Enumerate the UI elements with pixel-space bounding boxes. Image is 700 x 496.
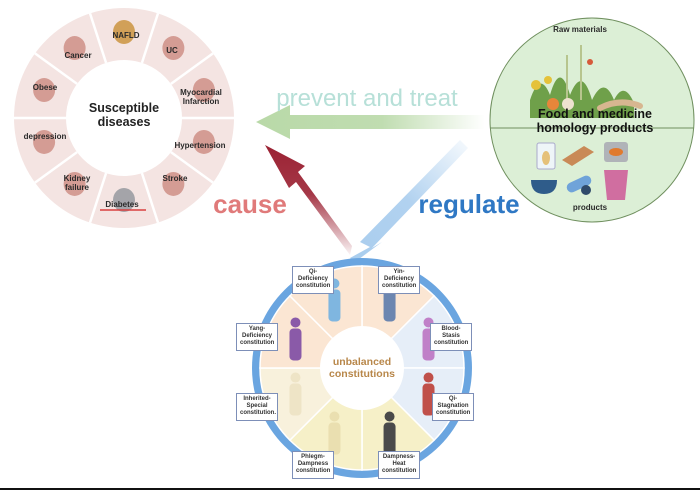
label-line: constitution. bbox=[240, 410, 276, 417]
constitution-center bbox=[320, 326, 404, 410]
tumor-icon bbox=[63, 36, 86, 61]
bottom-rule bbox=[0, 488, 700, 490]
label-line: constitution bbox=[296, 468, 331, 475]
disease-spoke bbox=[88, 12, 108, 64]
food-circle-bg bbox=[489, 17, 695, 223]
constitution-label-yang-deficiency: Yang- Deficiency constitution bbox=[236, 323, 278, 351]
label-line: constitution bbox=[240, 340, 275, 347]
obese-person-icon bbox=[33, 78, 56, 103]
coughing-person-icon bbox=[289, 317, 302, 361]
constitution-label-yin-deficiency: Yin- Deficiency constitution bbox=[378, 266, 420, 294]
label-line: Qi- bbox=[448, 396, 458, 402]
disease-label-uc: UC bbox=[166, 46, 178, 55]
label-line: Yang- bbox=[248, 326, 266, 332]
food-raw-materials-label: Raw materials bbox=[553, 25, 607, 34]
label-line: Stagnation bbox=[437, 403, 469, 410]
regulate-label: regulate bbox=[418, 189, 520, 219]
disease-label-obese: Obese bbox=[32, 83, 58, 92]
label-line: Phlegm- bbox=[301, 454, 325, 460]
constitution-label-blood-stasis: Blood- Stasis constitution bbox=[430, 323, 472, 351]
label-line: constitution bbox=[382, 283, 417, 290]
disease-icons bbox=[33, 20, 215, 212]
food-circle bbox=[489, 17, 695, 223]
label-line: constitution bbox=[296, 283, 331, 290]
disease-label-diabetes: Diabetes bbox=[105, 200, 139, 209]
herbs-icon bbox=[530, 45, 643, 118]
blood-pressure-arm-icon bbox=[192, 129, 215, 154]
cause-label: cause bbox=[213, 189, 287, 219]
constitution-label-phlegm-dampness: Phlegm- Dampness constitution bbox=[292, 451, 334, 479]
brain-icon bbox=[162, 171, 185, 196]
disease-label-depression: depression bbox=[23, 132, 67, 141]
constitution-label-qi-stagnation: Qi- Stagnation constitution bbox=[432, 393, 474, 421]
disease-title-line2: diseases bbox=[97, 114, 151, 129]
disease-label-nafld: NAFLD bbox=[112, 31, 140, 40]
constitution-title-line2: constitutions bbox=[329, 367, 395, 380]
label-line: constitution bbox=[434, 340, 469, 347]
constitution-title-line1: unbalanced bbox=[332, 356, 392, 368]
heart-icon bbox=[192, 78, 215, 103]
label-line: Yin- bbox=[393, 269, 405, 275]
intestine-icon bbox=[162, 36, 185, 61]
disease-spoke bbox=[140, 12, 160, 64]
constitution-label-qi-deficiency: Qi- Deficiency constitution bbox=[292, 266, 334, 294]
label-line: Inherited- bbox=[243, 396, 271, 402]
constitution-center-title: unbalanced constitutions bbox=[318, 356, 406, 380]
label-line: Stasis bbox=[442, 333, 460, 340]
constitution-label-dampness-heat: Dampness- Heat constitution bbox=[378, 451, 420, 479]
sitting-person-icon bbox=[33, 129, 56, 154]
label-line: Deficiency bbox=[297, 276, 328, 283]
label-line: constitution bbox=[436, 410, 471, 417]
food-products-label: products bbox=[572, 203, 608, 212]
constitution-figures bbox=[289, 278, 435, 455]
liver-icon bbox=[113, 20, 135, 44]
constitution-wheel bbox=[252, 258, 472, 478]
disease-center-title: Susceptible diseases bbox=[70, 101, 178, 130]
prevent-arrow bbox=[256, 105, 485, 139]
disease-label-cancer: Cancer bbox=[64, 51, 92, 60]
constitution-label-inherited-special: Inherited- Special constitution. bbox=[236, 393, 278, 421]
label-line: Qi- bbox=[308, 269, 318, 275]
label-line: Deficiency bbox=[383, 276, 414, 283]
disease-spokes bbox=[14, 12, 234, 224]
products-icon bbox=[531, 142, 628, 200]
label-line: Dampness bbox=[297, 461, 329, 468]
blood-clot-icon bbox=[422, 372, 435, 416]
label-line: Deficiency bbox=[241, 333, 272, 340]
disease-label-myocardial-infarction: Myocardial Infarction bbox=[180, 88, 222, 106]
disease-spoke bbox=[170, 52, 214, 85]
label-line: constitution bbox=[382, 468, 417, 475]
disease-spoke bbox=[34, 52, 78, 85]
disease-spoke bbox=[140, 172, 160, 224]
disease-label-kidney-failure: Kidney failure bbox=[63, 174, 91, 192]
disease-center bbox=[66, 60, 182, 176]
prevent-treat-label: prevent and treat bbox=[276, 85, 458, 112]
disease-spoke bbox=[34, 151, 78, 184]
label-line: Special bbox=[246, 403, 268, 410]
label-line: Blood- bbox=[441, 326, 461, 332]
disease-spoke bbox=[170, 151, 214, 184]
stressed-person-icon bbox=[383, 411, 396, 455]
food-center-title: Food and medicine homology products bbox=[505, 107, 685, 136]
food-title-line1: Food and medicine bbox=[538, 107, 652, 121]
disease-label-stroke: Stroke bbox=[162, 174, 188, 183]
regulate-arrow bbox=[350, 140, 468, 262]
label-line: Heat bbox=[392, 461, 406, 468]
label-line: Dampness- bbox=[382, 454, 416, 460]
phlegm-body-icon bbox=[289, 372, 302, 416]
disease-label-hypertension: Hypertension bbox=[174, 141, 226, 150]
kidney-icon bbox=[63, 171, 86, 196]
cause-arrow bbox=[265, 145, 352, 255]
dampness-heat-body-icon bbox=[328, 411, 341, 455]
food-title-line2: homology products bbox=[536, 120, 654, 135]
glucose-meter-icon bbox=[113, 188, 135, 212]
disease-wheel bbox=[14, 8, 234, 228]
disease-title-line1: Susceptible bbox=[88, 101, 160, 115]
disease-spoke bbox=[88, 172, 108, 224]
